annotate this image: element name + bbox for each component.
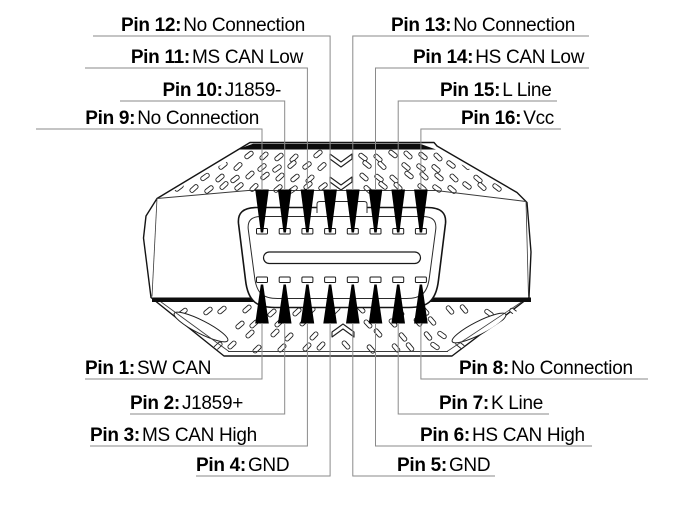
pin-1-slot	[256, 276, 268, 283]
connector-inner-rim	[247, 216, 437, 299]
pin-9-label: Pin 9:No Connection	[85, 108, 259, 129]
pin-13-leader	[352, 35, 589, 190]
pin-7-number: Pin 7:	[439, 393, 489, 414]
pin-11-arrow	[300, 189, 315, 233]
pin-5-arrow	[346, 284, 360, 324]
leader-lines	[36, 35, 648, 477]
pin-13-value: No Connection	[453, 15, 575, 36]
pin-1-leader	[85, 323, 263, 380]
pin-13-number: Pin 13:	[391, 15, 452, 36]
pin-1-label: Pin 1:SW CAN	[85, 358, 211, 379]
pin-4-label: Pin 4:GND	[196, 455, 290, 476]
pin-15-value: L Line	[502, 80, 552, 101]
pin-6-value: HS CAN High	[471, 425, 585, 446]
pin-10-arrow	[277, 189, 292, 233]
pin-4-leader	[196, 323, 331, 477]
pin-8-number: Pin 8:	[459, 358, 509, 379]
pin-2-leader	[130, 323, 286, 415]
pin-9-arrow	[255, 189, 269, 233]
pin-12-leader	[93, 35, 331, 190]
pin-12-label: Pin 12:No Connection	[121, 15, 305, 36]
pin-6-leader	[375, 323, 592, 447]
pin-5-number: Pin 5:	[397, 455, 447, 476]
pin-6-number: Pin 6:	[420, 425, 470, 446]
pin-6-arrow	[368, 284, 383, 324]
pin-2-arrow	[277, 284, 292, 324]
pin-14-number: Pin 14:	[413, 47, 474, 68]
connector-center-slot	[262, 251, 422, 265]
pin-5-slot	[346, 276, 359, 283]
pin-3-label: Pin 3:MS CAN High	[90, 425, 257, 446]
pin-10-label: Pin 10:J1859-	[163, 80, 282, 101]
pin-12-arrow	[323, 189, 337, 233]
pin-7-label: Pin 7:K Line	[439, 393, 543, 414]
pin-14-value: HS CAN Low	[475, 47, 585, 68]
pin-2-number: Pin 2:	[130, 393, 180, 414]
pin-7-value: K Line	[490, 393, 544, 414]
pin-4-number: Pin 4:	[196, 455, 246, 476]
pin-6-label: Pin 6:HS CAN High	[420, 425, 585, 446]
pin-9-value: No Connection	[137, 108, 259, 129]
pin-14-label: Pin 14:HS CAN Low	[413, 47, 584, 68]
pin-2-slot	[278, 276, 291, 283]
pin-4-arrow	[323, 284, 337, 324]
pin-5-leader	[352, 323, 495, 477]
pin-7-slot	[392, 276, 405, 283]
pin-8-leader	[420, 323, 648, 380]
pin-14-arrow	[368, 189, 383, 233]
pin-11-leader	[85, 67, 308, 190]
pin-1-value: SW CAN	[136, 358, 212, 379]
pin-12-number: Pin 12:	[121, 15, 182, 36]
pin-15-arrow	[391, 189, 405, 233]
pin-13-label: Pin 13:No Connection	[391, 15, 575, 36]
pin-5-label: Pin 5:GND	[397, 455, 491, 476]
pin-14-leader	[375, 67, 589, 190]
pin-4-value: GND	[247, 455, 290, 476]
pin-3-value: MS CAN High	[141, 425, 257, 446]
connector-latch	[316, 201, 368, 213]
pin-11-label: Pin 11:MS CAN Low	[131, 47, 303, 68]
pin-8-value: No Connection	[510, 358, 633, 379]
pin-5-value: GND	[448, 455, 491, 476]
pin-15-number: Pin 15:	[440, 80, 501, 101]
pin-11-number: Pin 11:	[130, 47, 190, 68]
pin-8-label: Pin 8:No Connection	[459, 358, 633, 379]
pin-16-leader	[420, 128, 561, 190]
pin-9-number: Pin 9:	[85, 108, 136, 129]
pin-3-leader	[90, 323, 308, 447]
pin-3-arrow	[300, 284, 315, 324]
pin-8-arrow	[414, 284, 428, 324]
pin-15-leader	[397, 100, 557, 190]
pin-12-value: No Connection	[183, 15, 305, 36]
pin-1-number: Pin 1:	[85, 358, 135, 379]
panel-lines	[151, 190, 529, 352]
top-edge-band	[237, 143, 436, 150]
pin-4-slot	[324, 276, 337, 283]
pin-7-leader	[397, 323, 549, 415]
pin-9-leader	[36, 128, 263, 190]
pin-3-slot	[301, 276, 314, 283]
pin-16-arrow	[414, 189, 428, 233]
pin-arrows	[255, 189, 428, 324]
pin-15-label: Pin 15:L Line	[440, 80, 552, 101]
pin-16-number: Pin 16:	[461, 108, 522, 129]
pin-16-value: Vcc	[523, 108, 554, 129]
pin-16-label: Pin 16:Vcc	[461, 108, 554, 129]
pin-3-number: Pin 3:	[90, 425, 140, 446]
pin-1-arrow	[255, 284, 269, 324]
pin-11-value: MS CAN Low	[191, 47, 303, 68]
pin-2-value: J1859+	[181, 393, 244, 414]
right-grip-oval	[451, 312, 507, 344]
pin-13-arrow	[346, 189, 360, 233]
pin-2-label: Pin 2:J1859+	[130, 393, 243, 414]
pin-10-number: Pin 10:	[162, 80, 224, 101]
pin-10-value: J1859-	[224, 80, 282, 101]
pin-10-leader	[120, 100, 286, 190]
pin-7-arrow	[391, 284, 405, 324]
left-grip-oval	[173, 311, 229, 343]
pin-6-slot	[369, 276, 382, 283]
pin-8-slot	[414, 276, 427, 283]
